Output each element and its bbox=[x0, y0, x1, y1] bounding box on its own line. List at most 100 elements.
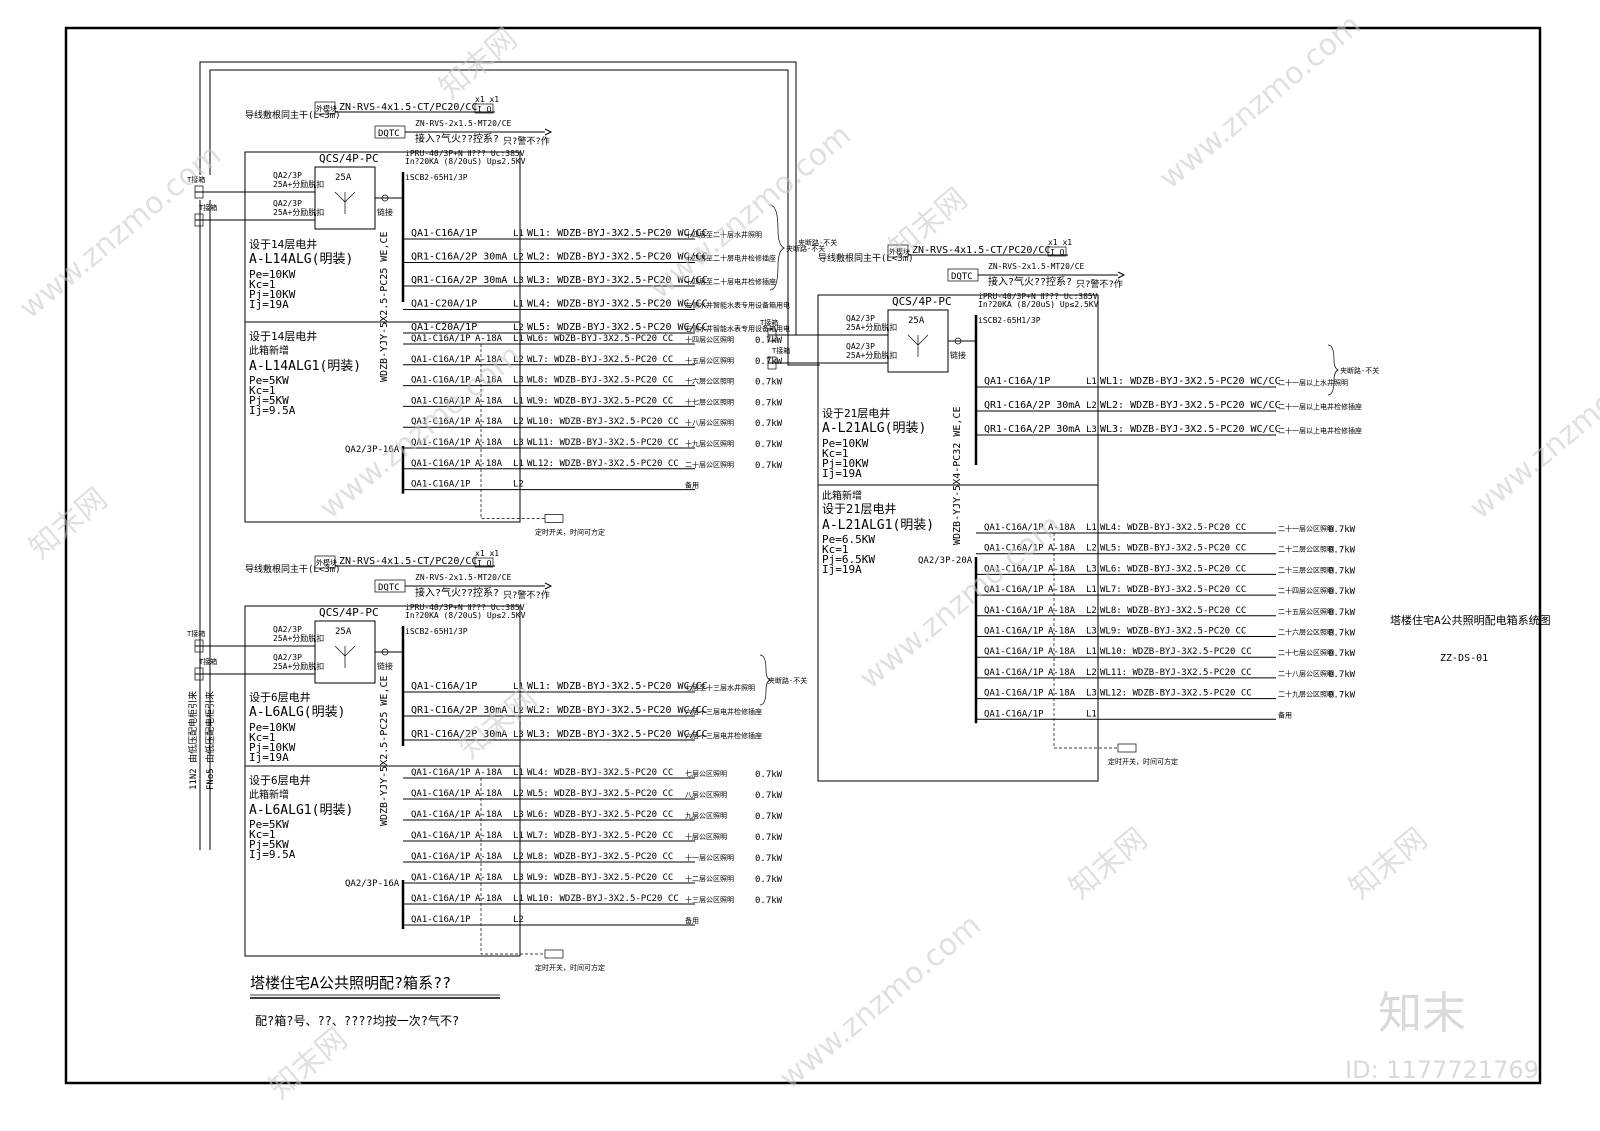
new-added: 此箱新增 bbox=[249, 344, 289, 357]
io-box bbox=[474, 103, 494, 114]
new-rcd: A-18A bbox=[1048, 627, 1076, 637]
timer-label: 定时开关，时间可方定 bbox=[535, 963, 605, 972]
new-breaker: QA1-C16A/1P bbox=[411, 789, 471, 799]
new-rcd: A-18A bbox=[1048, 523, 1076, 533]
new-phase: L2 bbox=[513, 852, 524, 862]
new-cable: WL12: WDZB-BYJ-3X2.5-PC20 CC bbox=[1100, 689, 1252, 699]
new-desc: 十三层公区照明 bbox=[685, 895, 734, 904]
new-breaker: QA1-C16A/1P bbox=[411, 459, 471, 469]
module-label: 外模块 bbox=[889, 247, 910, 256]
fire-cable-label: ZN-RVS-2x1.5-MT20/CE bbox=[415, 573, 512, 582]
qa2-b-sub: 25A+分励脱扣 bbox=[273, 661, 324, 671]
emerg-desc: 十四层至二十层水井照明 bbox=[685, 230, 762, 239]
new-desc: 十六层公区照明 bbox=[685, 377, 734, 386]
t-box-2 bbox=[194, 667, 204, 681]
new-phase: L2 bbox=[513, 480, 524, 490]
qa2-a-sub: 25A+分励脱扣 bbox=[273, 179, 324, 189]
x1-label: x1 x1 bbox=[475, 95, 499, 104]
new-breaker: QA1-C16A/1P bbox=[984, 585, 1044, 595]
new-main-breaker: QA2/3P-16A bbox=[345, 445, 400, 455]
spd-label-2: In?20KA (8/20uS) Up≤2.5KV bbox=[405, 611, 526, 620]
power-kw: 0.7kW bbox=[1328, 608, 1356, 618]
new-phase: L2 bbox=[1086, 544, 1097, 554]
new-desc: 十五层公区照明 bbox=[685, 356, 734, 365]
new-rcd: A-18A bbox=[1048, 585, 1076, 595]
timer-box bbox=[544, 514, 564, 523]
new-desc: 二十四层公区照明 bbox=[1278, 586, 1334, 595]
new-breaker: QA1-C16A/1P bbox=[984, 564, 1044, 574]
fire-cable-label: ZN-RVS-2x1.5-MT20/CE bbox=[988, 262, 1085, 271]
new-phase: L1 bbox=[513, 334, 524, 344]
new-cable: WL9: WDZB-BYJ-3X2.5-PC20 CC bbox=[527, 873, 673, 883]
power-kw: 0.7kW bbox=[1328, 587, 1356, 597]
emerg-phase: L2 bbox=[513, 323, 524, 333]
new-phase: L2 bbox=[513, 355, 524, 365]
timer-box bbox=[544, 949, 564, 959]
source-label-2: FNo5 由低压配电柜引来 bbox=[204, 691, 216, 790]
new-added: 此箱新增 bbox=[249, 788, 289, 801]
watermark-text: 知末网 bbox=[1063, 821, 1154, 906]
iscb-label: iSCB2-65H1/3P bbox=[405, 173, 468, 182]
t-box-1 bbox=[194, 639, 204, 653]
new-desc: 备用 bbox=[685, 916, 699, 925]
watermark-text: www.znzmo.com bbox=[1153, 8, 1368, 197]
emerg-breaker: QR1-C16A/2P 30mA bbox=[411, 275, 507, 286]
new-cable: WL6: WDZB-BYJ-3X2.5-PC20 CC bbox=[527, 334, 673, 344]
watermark-text: 知末网 bbox=[263, 1021, 354, 1106]
power-kw: 0.7kW bbox=[1328, 525, 1356, 535]
new-rcd: A-18A bbox=[475, 768, 503, 778]
power-kw: 0.7kW bbox=[755, 812, 783, 822]
top-cable-label: ZN-RVS-4x1.5-CT/PC20/CC bbox=[339, 556, 477, 567]
new-name: A-L21ALG1(明装) bbox=[822, 518, 934, 533]
io-label: I O bbox=[1050, 248, 1065, 257]
spd-label: iPRU-40/3P+N Ⅱ??? Uc:385V bbox=[978, 292, 1098, 301]
clip-note: 夹断路-不关 bbox=[1340, 366, 1379, 375]
emerg-name: A-L21ALG(明装) bbox=[822, 421, 926, 436]
drawing-frame bbox=[64, 26, 1542, 1085]
new-desc: 八层公区照明 bbox=[685, 791, 727, 799]
new-cable: WL11: WDZB-BYJ-3X2.5-PC20 CC bbox=[1100, 668, 1252, 678]
power-kw: 0.7kW bbox=[755, 419, 783, 429]
brace bbox=[1327, 344, 1339, 396]
wire-note: 导线敷根同主干(L<3m) bbox=[245, 563, 341, 575]
emerg-phase: L1 bbox=[1086, 377, 1097, 387]
new-phase: L1 bbox=[513, 768, 524, 778]
new-phase: L3 bbox=[513, 376, 524, 386]
new-breaker: QA1-C16A/1P bbox=[411, 873, 471, 883]
new-title: 设于14层电井 bbox=[249, 329, 317, 343]
drawing-number: ZZ-DS-01 bbox=[1440, 653, 1488, 664]
module-box bbox=[314, 555, 336, 569]
new-rcd: A-18A bbox=[475, 376, 503, 386]
emerg-desc: 六层十三层电井检修插座 bbox=[685, 707, 762, 716]
new-title: 设于6层电井 bbox=[249, 773, 311, 787]
io-box bbox=[1047, 246, 1067, 257]
new-name: A-L14ALG1(明装) bbox=[249, 359, 361, 374]
new-cable: WL11: WDZB-BYJ-3X2.5-PC20 CC bbox=[527, 438, 679, 448]
new-cable: WL8: WDZB-BYJ-3X2.5-PC20 CC bbox=[527, 376, 673, 386]
new-rcd: A-18A bbox=[1048, 564, 1076, 574]
emerg-breaker: QA1-C20A/1P bbox=[411, 299, 477, 310]
fire-note-2: 只?警不?作 bbox=[503, 589, 550, 601]
new-breaker: QA1-C16A/1P bbox=[411, 831, 471, 841]
timer-label: 定时开关，时间可方定 bbox=[535, 527, 605, 536]
emerg-param: Kc=1 bbox=[249, 731, 276, 744]
new-desc: 备用 bbox=[1278, 710, 1292, 719]
feeder-label: WDZB-YJY-5X4-PC32 WE,CE bbox=[952, 407, 963, 545]
emerg-name: A-L6ALG(明装) bbox=[249, 705, 345, 720]
new-breaker: QA1-C16A/1P bbox=[411, 915, 471, 925]
power-kw: 0.7kW bbox=[755, 398, 783, 408]
emerg-cable: WL1: WDZB-BYJ-3X2.5-PC20 WC/CC bbox=[527, 681, 708, 692]
side-title: 塔楼住宅A公共照明配电箱系统图 bbox=[1390, 613, 1551, 627]
new-breaker: QA1-C16A/1P bbox=[984, 523, 1044, 533]
emerg-breaker: QA1-C20A/1P bbox=[411, 322, 477, 333]
wire-note: 导线敷根同主干(L<3m) bbox=[245, 109, 341, 121]
qa2-b-label: QA2/3P bbox=[273, 199, 302, 208]
x1-label: x1 x1 bbox=[475, 549, 499, 558]
emerg-cable: WL1: WDZB-BYJ-3X2.5-PC20 WC/CC bbox=[527, 228, 708, 239]
new-desc: 二十七层公区照明 bbox=[1278, 648, 1334, 657]
new-desc: 七层公区照明 bbox=[685, 769, 727, 778]
emerg-breaker: QA1-C16A/1P bbox=[411, 681, 477, 692]
new-param: Kc=1 bbox=[249, 384, 276, 397]
watermark-text: 知末网 bbox=[1343, 821, 1434, 906]
new-param: Ij=9.5A bbox=[249, 848, 296, 861]
